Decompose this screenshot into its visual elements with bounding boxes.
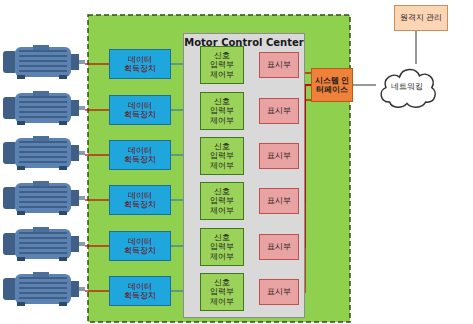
- signal-control-box: 신호 입력부 제어부: [200, 46, 244, 84]
- network-cloud: 네트워킹: [376, 64, 438, 110]
- node-label: 표시부: [267, 60, 291, 69]
- remote-box: 원격지 관리: [394, 5, 448, 31]
- node-label: 신호 입력부 제어부: [201, 97, 243, 125]
- node-label: 표시부: [267, 242, 291, 251]
- node-label: 데이터 획득장치: [110, 101, 170, 119]
- display-box: 표시부: [259, 98, 299, 124]
- signal-control-box: 신호 입력부 제어부: [200, 228, 244, 266]
- node-label: 데이터 획득장치: [110, 191, 170, 209]
- node-label: 네트워킹: [381, 82, 433, 91]
- signal-control-box: 신호 입력부 제어부: [200, 92, 244, 130]
- node-label: 신호 입력부 제어부: [201, 51, 243, 79]
- data-acquisition-box: 데이터 획득장치: [109, 95, 171, 125]
- plant-area: [88, 15, 350, 322]
- node-label: 시스템 인터페이스: [312, 76, 352, 94]
- display-box: 표시부: [259, 52, 299, 78]
- display-box: 표시부: [259, 188, 299, 214]
- data-acquisition-box: 데이터 획득장치: [109, 49, 171, 79]
- data-acquisition-box: 데이터 획득장치: [109, 231, 171, 261]
- signal-control-box: 신호 입력부 제어부: [200, 137, 244, 175]
- node-label: 데이터 획득장치: [110, 282, 170, 300]
- display-box: 표시부: [259, 143, 299, 169]
- node-label: 원격지 관리: [397, 13, 446, 22]
- node-label: 데이터 획득장치: [110, 55, 170, 73]
- data-acquisition-box: 데이터 획득장치: [109, 185, 171, 215]
- interface-box: 시스템 인터페이스: [311, 68, 353, 102]
- node-label: 표시부: [267, 287, 291, 296]
- connector-line: [353, 84, 376, 85]
- node-label: 신호 입력부 제어부: [201, 278, 243, 306]
- node-label: 표시부: [267, 106, 291, 115]
- data-acquisition-box: 데이터 획득장치: [109, 276, 171, 306]
- motor-illustrations: [3, 45, 85, 306]
- display-box: 표시부: [259, 279, 299, 305]
- node-label: 데이터 획득장치: [110, 237, 170, 255]
- node-label: 데이터 획득장치: [110, 146, 170, 164]
- node-label: 표시부: [267, 196, 291, 205]
- node-label: 신호 입력부 제어부: [201, 187, 243, 215]
- connector-line: [415, 31, 416, 64]
- data-acquisition-box: 데이터 획득장치: [109, 140, 171, 170]
- node-label: 신호 입력부 제어부: [201, 233, 243, 261]
- control-center-panel: Motor Control Center신호 입력부 제어부신호 입력부 제어부…: [183, 33, 305, 318]
- motor-wires: [85, 64, 110, 291]
- node-label: 신호 입력부 제어부: [201, 142, 243, 170]
- node-label: 표시부: [267, 151, 291, 160]
- signal-control-box: 신호 입력부 제어부: [200, 273, 244, 311]
- display-box: 표시부: [259, 234, 299, 260]
- signal-control-box: 신호 입력부 제어부: [200, 182, 244, 220]
